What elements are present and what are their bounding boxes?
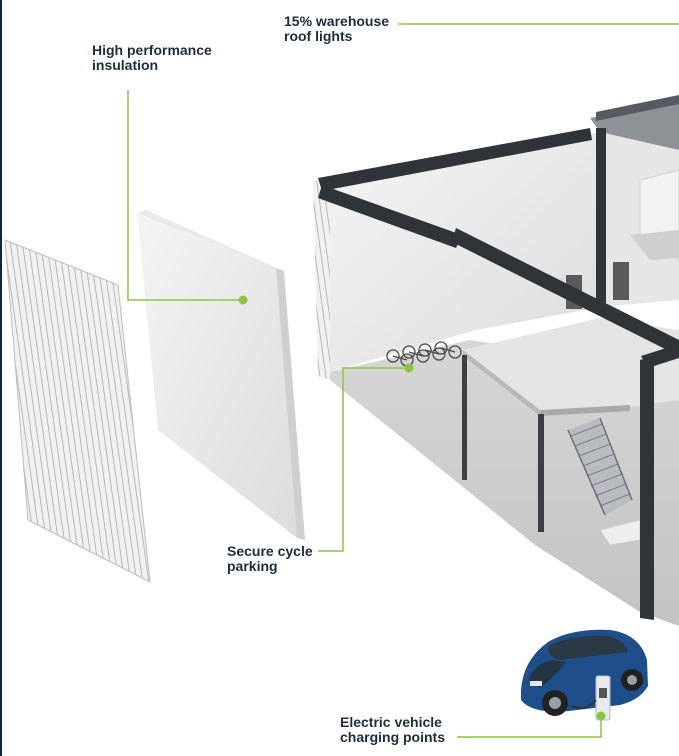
steel-frame [318, 128, 679, 620]
back-wall [330, 133, 600, 372]
cladding-panel [4, 239, 151, 583]
bicycles [386, 341, 462, 367]
ev-charging-dot [596, 711, 606, 721]
roof-section [590, 100, 679, 150]
roof-lights-line1: 15% warehouse [284, 13, 390, 29]
left-edge-bar [0, 0, 2, 756]
charging-post [571, 675, 611, 721]
insulation-leader [127, 90, 243, 301]
ev-charging-line1: Electric vehicle [340, 714, 442, 730]
insulation-line1: High performance [92, 42, 212, 58]
ev-charging-line2: charging points [340, 729, 445, 745]
insulation-panel [137, 213, 297, 538]
roof-lights-label: 15% warehouse roof lights [284, 14, 389, 44]
mezzanine [463, 318, 679, 410]
insulation-label: High performance insulation [92, 43, 212, 73]
insulation-dot [238, 295, 248, 305]
cycle-parking-label: Secure cycle parking [227, 544, 313, 574]
electric-car [521, 629, 648, 716]
ev-charging-leader [457, 716, 602, 738]
cycle-parking-dot [404, 363, 414, 373]
cycle-parking-line2: parking [227, 558, 278, 574]
roof-lights-line2: roof lights [284, 28, 353, 44]
insulation-line2: insulation [92, 57, 159, 73]
cycle-parking-leader [318, 367, 409, 552]
callout-lines [127, 23, 679, 738]
ev-charging-label: Electric vehicle charging points [340, 715, 445, 745]
cycle-parking-line1: Secure cycle [227, 543, 313, 559]
staircase [567, 417, 641, 546]
